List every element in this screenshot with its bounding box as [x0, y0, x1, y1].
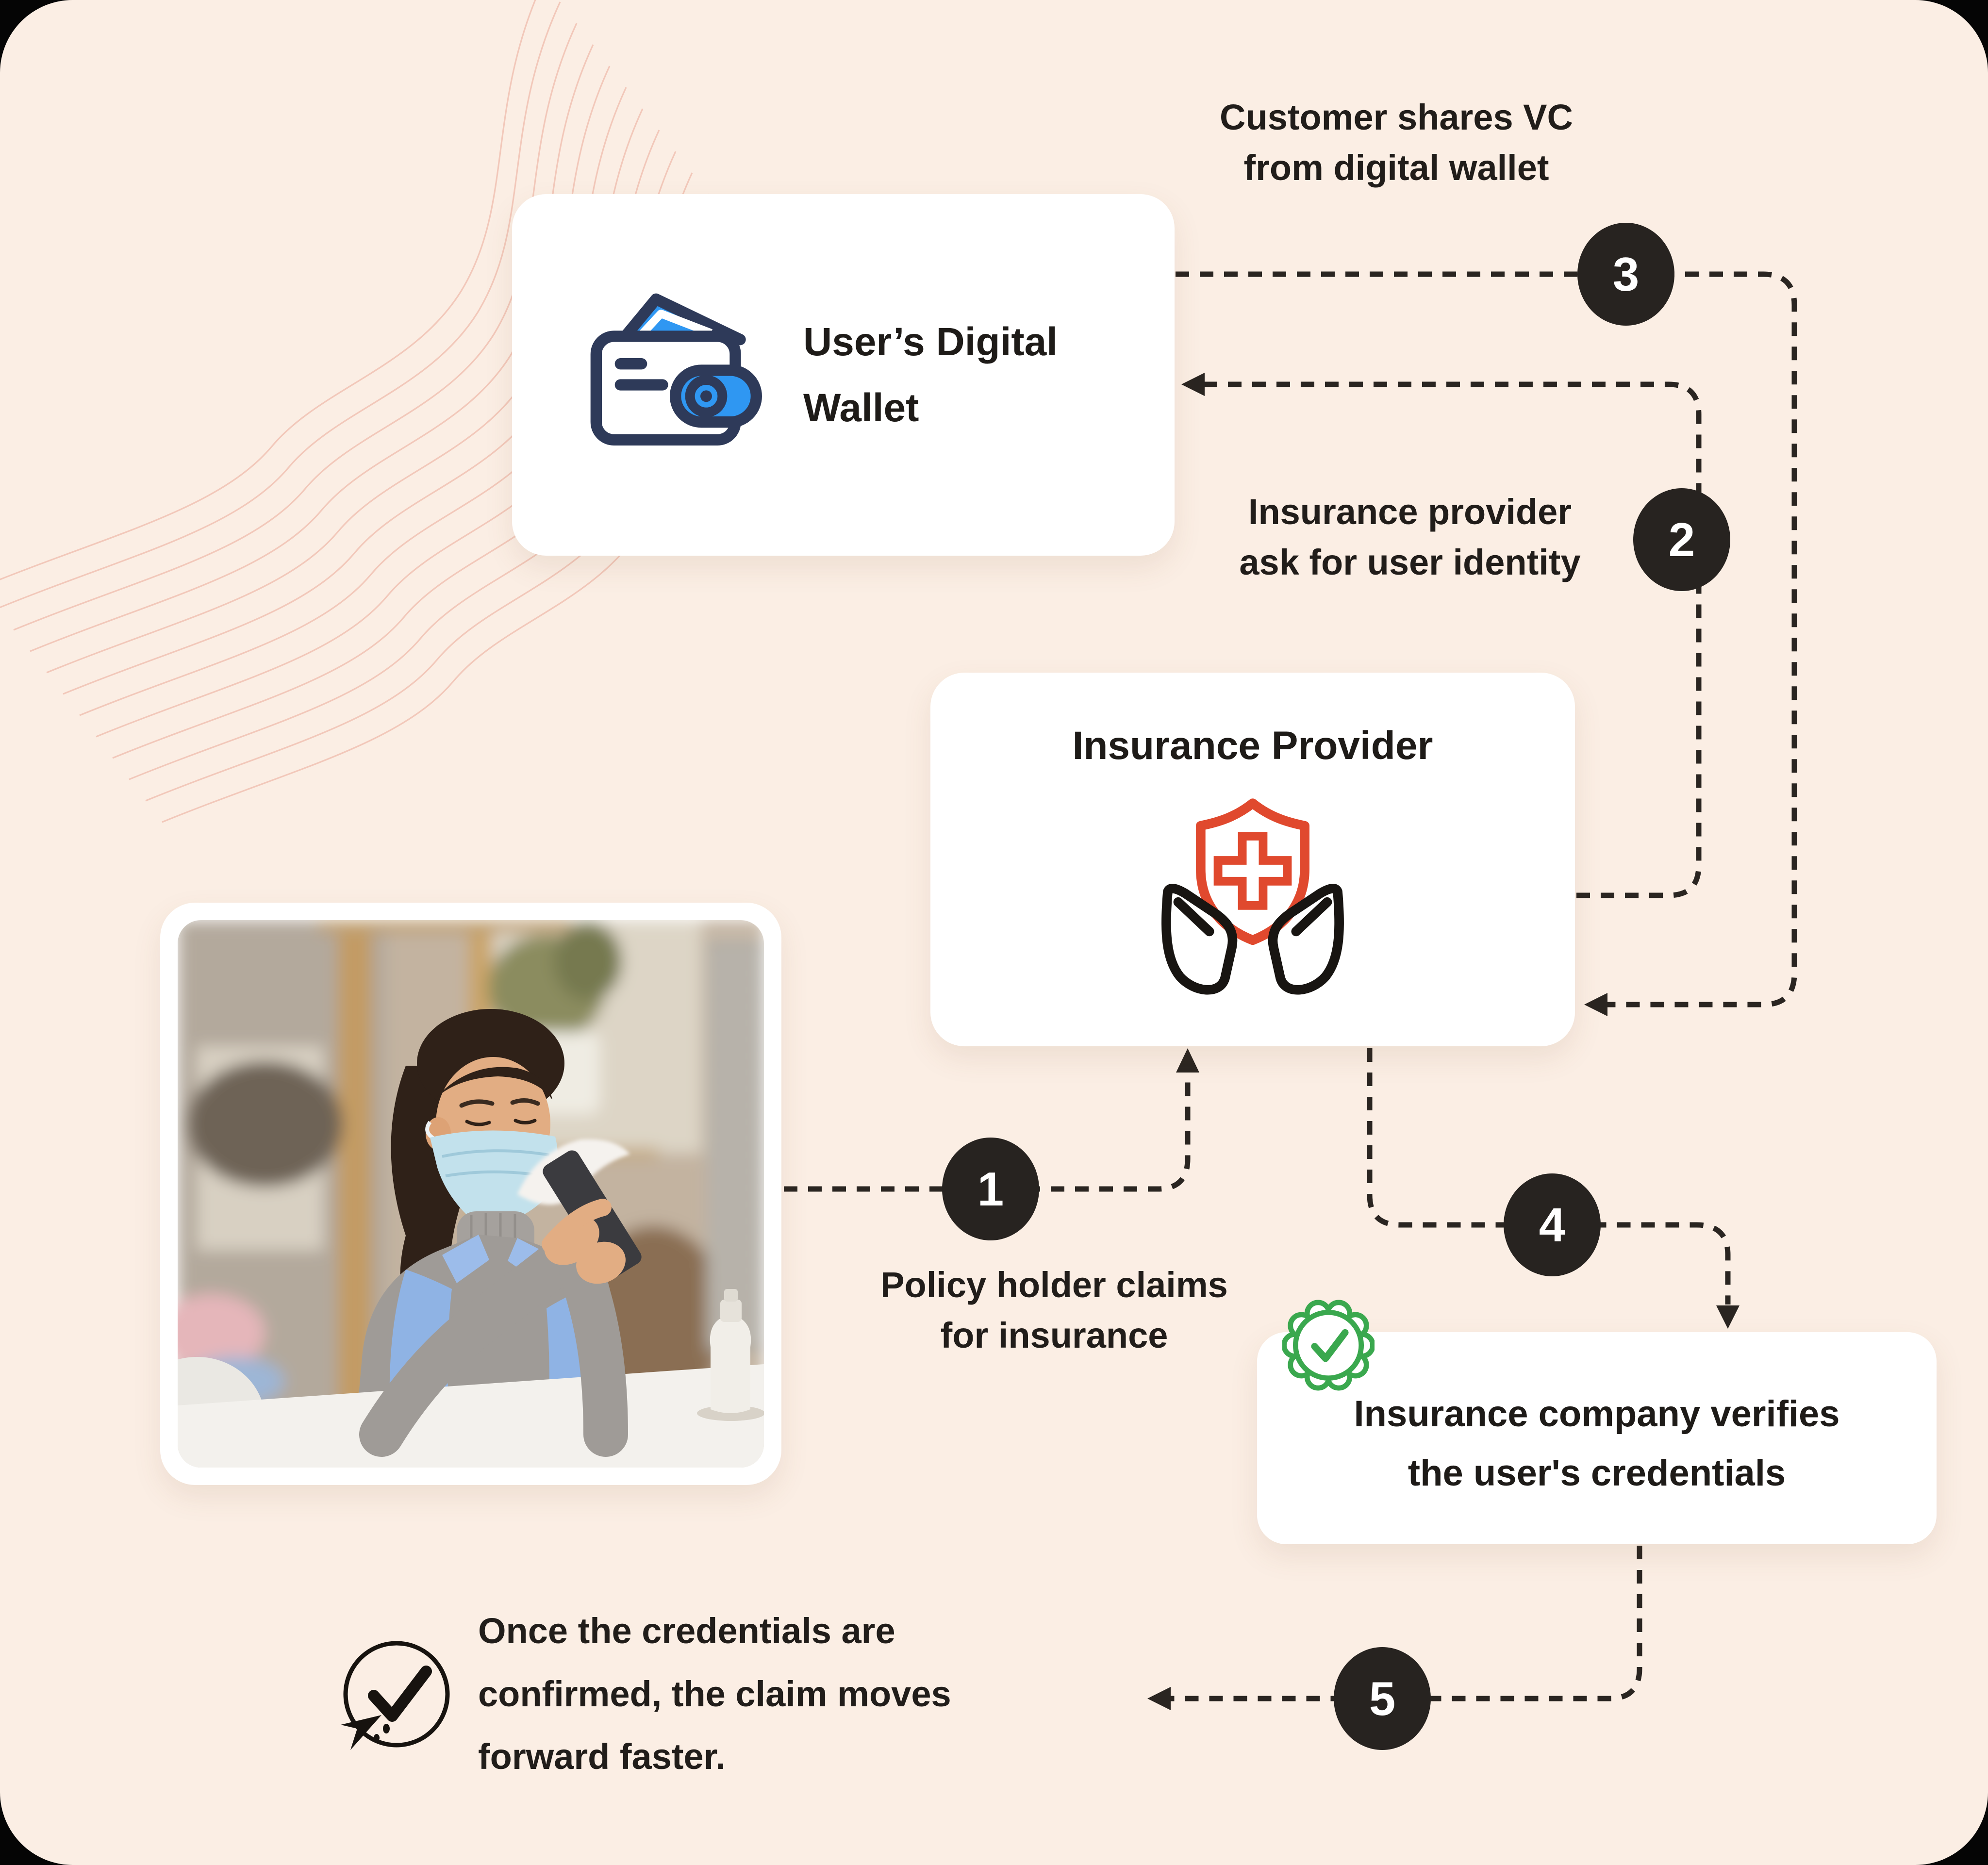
connector-step-2 — [1205, 381, 1702, 898]
verified-badge-icon — [1282, 1300, 1375, 1391]
step-circle-4: 4 — [1504, 1173, 1601, 1276]
wallet-card-title: User’s Digital Wallet — [803, 309, 1058, 441]
step-1-label-line-1: Policy holder claims — [880, 1265, 1228, 1305]
wallet-card: User’s Digital Wallet — [512, 194, 1175, 556]
step-2-label: Insurance provider ask for user identity — [1239, 487, 1580, 587]
step-number: 1 — [977, 1162, 1004, 1216]
step-3-label-line-1: Customer shares VC — [1220, 97, 1573, 137]
step-5-label-line-2: confirmed, the claim moves — [478, 1673, 951, 1714]
wallet-icon — [590, 293, 762, 446]
cursor-icon — [341, 1715, 381, 1750]
arrowhead-left-icon — [1584, 993, 1607, 1016]
step-1-label-line-2: for insurance — [940, 1315, 1168, 1355]
verify-line-2: the user's credentials — [1408, 1452, 1786, 1494]
step-number: 4 — [1539, 1198, 1566, 1252]
hands-holding-phone — [359, 1139, 642, 1457]
policy-holder-photo — [178, 920, 764, 1468]
step-5-label-line-1: Once the credentials are — [478, 1611, 895, 1651]
wallet-title-line-1: User’s Digital — [803, 320, 1058, 364]
policy-holder-photo-card — [160, 903, 781, 1485]
arrowhead-down-icon — [1716, 1305, 1740, 1329]
claim-approved-icon — [341, 1641, 450, 1750]
step-circle-5: 5 — [1334, 1647, 1431, 1750]
shield-hands-icon — [1161, 798, 1344, 995]
step-number: 3 — [1612, 247, 1640, 301]
step-2-label-line-1: Insurance provider — [1248, 492, 1572, 532]
step-3-label-line-2: from digital wallet — [1243, 147, 1549, 188]
spray-bottle — [697, 1289, 764, 1421]
step-5-label: Once the credentials are confirmed, the … — [478, 1600, 951, 1788]
verification-card: Insurance company verifies the user's cr… — [1257, 1332, 1937, 1544]
insurance-provider-card: Insurance Provider — [930, 673, 1575, 1046]
arrowhead-left-icon — [1147, 1687, 1171, 1710]
step-3-label: Customer shares VC from digital wallet — [1220, 92, 1573, 193]
connector-step-1 — [784, 1075, 1191, 1192]
step-number: 5 — [1369, 1671, 1396, 1725]
step-circle-3: 3 — [1577, 223, 1674, 326]
provider-card-title: Insurance Provider — [1072, 724, 1433, 768]
step-1-label: Policy holder claims for insurance — [880, 1260, 1228, 1360]
verify-line-1: Insurance company verifies — [1354, 1393, 1840, 1435]
wallet-title-line-2: Wallet — [803, 385, 919, 430]
arrowhead-up-icon — [1176, 1048, 1199, 1073]
connector-step-5 — [1171, 1546, 1642, 1701]
step-number: 2 — [1668, 512, 1695, 566]
connector-step-3 — [1176, 271, 1797, 1007]
step-2-label-line-2: ask for user identity — [1239, 542, 1581, 582]
step-5-label-line-3: forward faster. — [478, 1736, 726, 1777]
arrowhead-left-icon — [1181, 373, 1205, 396]
step-circle-2: 2 — [1633, 488, 1730, 591]
step-circle-1: 1 — [942, 1138, 1039, 1240]
